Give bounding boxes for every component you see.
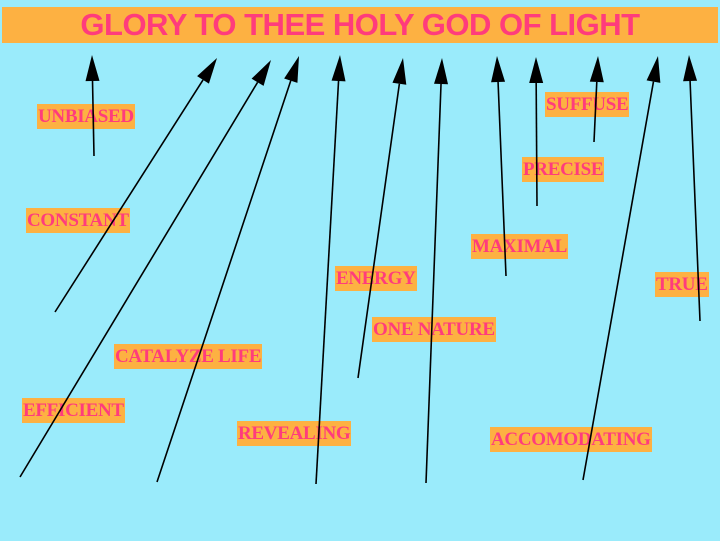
arrow-line [497, 81, 507, 277]
arrow-line [19, 81, 259, 478]
label-one-nature: ONE NATURE [372, 317, 496, 342]
label-efficient: EFFICIENT [22, 398, 125, 423]
arrowhead-icon [392, 58, 407, 85]
label-accomodating: ACCOMODATING [490, 427, 652, 452]
arrowhead-icon [529, 57, 544, 84]
arrowhead-icon [683, 55, 698, 82]
arrowhead-icon [284, 56, 299, 83]
arrowhead-icon [331, 55, 346, 82]
arrowhead-icon [646, 56, 661, 83]
arrow-line [582, 81, 655, 481]
arrow-line [91, 80, 95, 157]
arrow-line [156, 80, 292, 483]
arrowhead-icon [85, 55, 100, 82]
arrow-line [315, 80, 340, 485]
arrow-line [535, 82, 538, 207]
arrow-line [425, 83, 442, 484]
label-precise: PRECISE [522, 157, 605, 182]
arrow-line [593, 81, 598, 143]
arrowhead-icon [589, 56, 604, 83]
label-suffuse: SUFFUSE [545, 92, 630, 117]
diagram-title: GLORY TO THEE HOLY GOD OF LIGHT [2, 7, 718, 43]
label-catalyze-life: CATALYZE LIFE [114, 344, 263, 369]
label-energy: ENERGY [335, 266, 417, 291]
arrow-line [54, 79, 204, 313]
arrowhead-icon [251, 60, 271, 86]
arrowhead-icon [197, 58, 217, 84]
arrowhead-icon [434, 58, 449, 85]
arrow-line [357, 83, 401, 379]
label-maximal: MAXIMAL [471, 234, 568, 259]
arrow-line [689, 80, 701, 322]
label-true: TRUE [655, 272, 709, 297]
label-revealing: REVEALING [237, 421, 352, 446]
label-unbiased: UNBIASED [37, 104, 135, 129]
arrowhead-icon [491, 56, 506, 83]
